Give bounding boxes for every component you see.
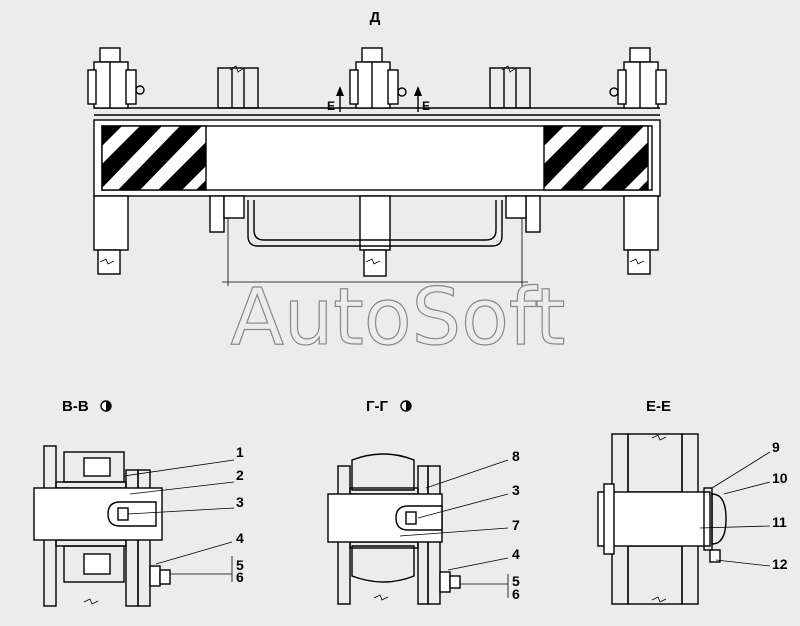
callout-1: 1 [236, 444, 244, 460]
warning-stripes-left [102, 126, 206, 190]
callout-6: 6 [236, 569, 244, 585]
section-ee-title: Е-Е [646, 398, 671, 415]
callout-12: 12 [772, 556, 788, 572]
bearing-housing-right [609, 47, 667, 109]
section-marker-e-left: Е [327, 86, 344, 113]
main-view: Д [87, 9, 667, 364]
watermark: AutoSoft [230, 273, 565, 363]
rotated-view-icon [100, 400, 112, 412]
section-marker-e-right: Е [414, 86, 430, 113]
legs [93, 195, 659, 286]
warning-stripes-right [544, 126, 648, 190]
callout-7: 7 [512, 517, 520, 533]
callout-6b: 6 [512, 586, 520, 602]
callout-8: 8 [512, 448, 520, 464]
callout-4b: 4 [512, 546, 520, 562]
center-guides [217, 65, 531, 109]
callout-2: 2 [236, 467, 244, 483]
callout-10: 10 [772, 470, 788, 486]
section-gg: Г-Г 8 3 7 4 5 6 [327, 398, 520, 605]
callout-5: 5 [236, 557, 244, 573]
callout-3b: 3 [512, 482, 520, 498]
callout-3: 3 [236, 494, 244, 510]
view-title-d: Д [370, 9, 381, 26]
callout-5b: 5 [512, 573, 520, 589]
section-vv-title: В-В [62, 398, 89, 415]
bearing-housing-center [349, 47, 407, 109]
callout-11: 11 [772, 514, 787, 530]
section-ee: Е-Е 9 10 11 12 [597, 398, 788, 605]
svg-text:Е: Е [422, 99, 430, 113]
section-vv: В-В 1 2 [33, 398, 244, 607]
bearing-housing-left [87, 47, 145, 109]
callout-9: 9 [772, 439, 780, 455]
callout-4: 4 [236, 530, 244, 546]
svg-text:Е: Е [327, 99, 335, 113]
rotated-view-icon [400, 400, 412, 412]
section-gg-title: Г-Г [366, 398, 388, 415]
